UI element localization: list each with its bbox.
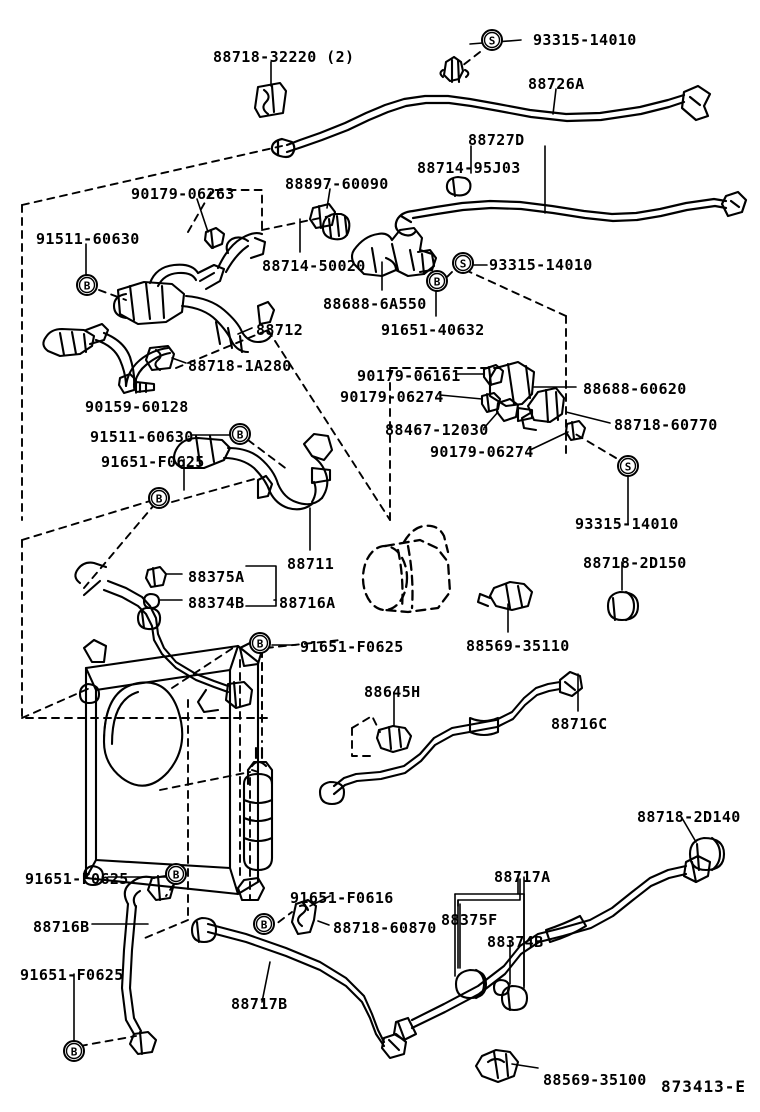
callout-c08: 91511-60630 (36, 230, 140, 248)
pipe-88726A (270, 84, 712, 159)
callout-c03: 88726A (528, 75, 585, 93)
callout-c01: 88718-32220 (2) (213, 48, 355, 66)
callout-c35: 88717A (494, 868, 551, 886)
callout-c10: 93315-14010 (489, 256, 593, 274)
clamp-88569-35100 (474, 1048, 520, 1084)
callout-c21: 91511-60630 (90, 428, 194, 446)
tube-88716A (74, 561, 254, 714)
callout-c23: 91651-F0625 (101, 453, 205, 471)
clip-93315-14010-top (439, 55, 470, 84)
callout-c19: 88467-12030 (385, 421, 489, 439)
clamp-88718-32220 (253, 81, 288, 119)
callout-c39: 91651-F0616 (290, 889, 394, 907)
tube-88717A (392, 854, 712, 1042)
callout-c38: 91651-F0625 (25, 870, 129, 888)
callout-c20: 88718-60770 (614, 416, 718, 434)
callout-c05: 88714-95J03 (417, 159, 521, 177)
callout-c32: 88645H (364, 683, 421, 701)
callout-c14: 88718-1A280 (188, 357, 292, 375)
callout-c16: 88688-60620 (583, 380, 687, 398)
grommet-88714-95J03 (445, 175, 472, 198)
callout-c36: 88375F (441, 911, 498, 929)
nut-90179-06263 (203, 226, 226, 250)
callout-c42: 91651-F0625 (20, 966, 124, 984)
callout-c33: 88716C (551, 715, 608, 733)
callout-c22: 90179-06274 (430, 443, 534, 461)
callout-c27: 88375A (188, 568, 245, 586)
callout-c18: 90159-60128 (85, 398, 189, 416)
clamp-88718-1A280 (144, 344, 176, 372)
callout-c02: 93315-14010 (533, 31, 637, 49)
callout-c41: 88718-60870 (333, 919, 437, 937)
callout-c13: 88712 (256, 321, 304, 339)
tube-88717B (190, 916, 408, 1060)
switch-cluster-88688-60620 (480, 360, 587, 442)
callout-c17: 90179-06274 (340, 388, 444, 406)
bracket-88717A (454, 874, 525, 987)
grommet-88718-2D140 (688, 836, 726, 872)
clamp-88569-35110 (476, 580, 534, 612)
condenser (78, 638, 274, 902)
tube-88716C (318, 670, 584, 806)
callout-c11: 88688-6A550 (323, 295, 427, 313)
callout-c30: 88569-35110 (466, 637, 570, 655)
phantom-lines (21, 51, 617, 1047)
callout-c04: 88727D (468, 131, 525, 149)
callout-c24: 93315-14010 (575, 515, 679, 533)
hose-88711 (172, 432, 334, 511)
callout-c37: 88374B (487, 933, 544, 951)
grommet-88718-2D150 (606, 590, 640, 622)
tube-88716B (120, 874, 176, 1056)
callout-c06: 90179-06263 (131, 185, 235, 203)
callout-c28: 88374B (188, 594, 245, 612)
diagram-id: 873413-E (660, 1077, 746, 1096)
callout-c15: 90179-06161 (357, 367, 461, 385)
callout-c44: 88569-35100 (543, 1071, 647, 1089)
callout-c40: 88716B (33, 918, 90, 936)
callout-c07: 88897-60090 (285, 175, 389, 193)
compressor-phantom (361, 524, 452, 614)
callout-c25: 88711 (287, 555, 335, 573)
pipe-88727D (394, 190, 748, 237)
clamp-88718-60870 (290, 898, 318, 936)
callout-c34: 88718-2D140 (637, 808, 741, 826)
callout-c29: 88716A (279, 594, 336, 612)
callout-c12: 91651-40632 (381, 321, 485, 339)
callout-c31: 91651-F0625 (300, 638, 404, 656)
callout-c09: 88714-50020 (262, 257, 366, 275)
clamp-88645H (375, 724, 413, 754)
callout-c43: 88717B (231, 995, 288, 1013)
parts-cluster-upper-mid (308, 202, 438, 278)
callout-c26: 88718-2D150 (583, 554, 687, 572)
